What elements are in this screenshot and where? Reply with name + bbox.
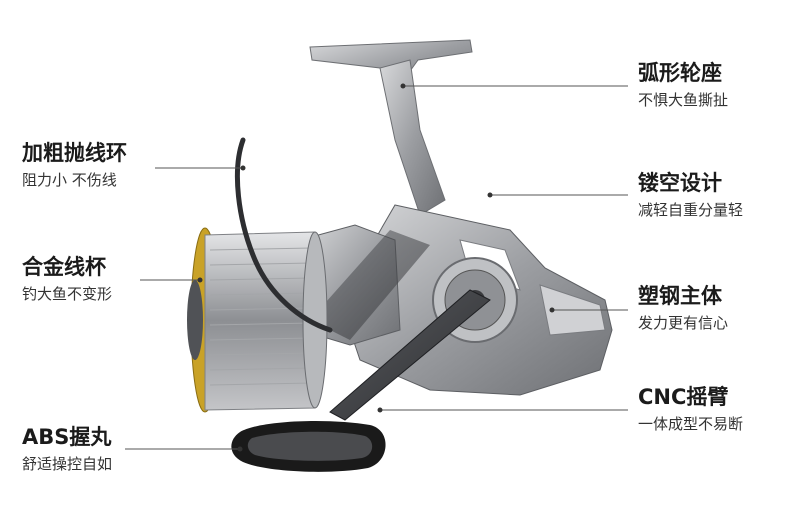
leader-dots xyxy=(197,83,555,452)
feature-title: 弧形轮座 xyxy=(638,61,722,85)
feature-subtitle: 一体成型不易断 xyxy=(638,415,744,433)
rotor-arm xyxy=(310,230,430,340)
feature-subtitle: 减轻自重分量轻 xyxy=(638,201,744,219)
feature-title: 镂空设计 xyxy=(638,171,722,195)
feature-bail-wire: 加粗抛线环 阻力小 不伤线 xyxy=(22,140,127,190)
feature-title: 合金线杯 xyxy=(22,255,106,279)
feature-hollow-design: 镂空设计 减轻自重分量轻 xyxy=(638,170,743,220)
reel-stem xyxy=(379,59,446,216)
feature-subtitle: 发力更有信心 xyxy=(638,314,729,332)
leader-lines xyxy=(125,85,628,450)
bail-wire xyxy=(234,137,333,333)
feature-subtitle: 钓大鱼不变形 xyxy=(22,285,113,303)
feature-subtitle: 舒适操控自如 xyxy=(22,455,113,473)
feature-title: 塑钢主体 xyxy=(638,284,722,308)
crank-arm xyxy=(329,289,491,421)
feature-alloy-spool: 合金线杯 钓大鱼不变形 xyxy=(22,254,112,304)
feature-subtitle: 阻力小 不伤线 xyxy=(22,171,117,189)
feature-plastic-body: 塑钢主体 发力更有信心 xyxy=(638,283,728,333)
feature-abs-knob: ABS握丸 舒适操控自如 xyxy=(22,424,112,474)
feature-handle-seat: 弧形轮座 不惧大鱼撕扯 xyxy=(638,60,728,110)
feature-title: CNC摇臂 xyxy=(638,385,729,409)
spool-cap xyxy=(187,280,203,360)
feature-cnc-arm: CNC摇臂 一体成型不易断 xyxy=(638,384,743,434)
feature-title: ABS握丸 xyxy=(22,425,112,449)
feature-title: 加粗抛线环 xyxy=(22,141,127,165)
feature-subtitle: 不惧大鱼撕扯 xyxy=(638,91,729,109)
